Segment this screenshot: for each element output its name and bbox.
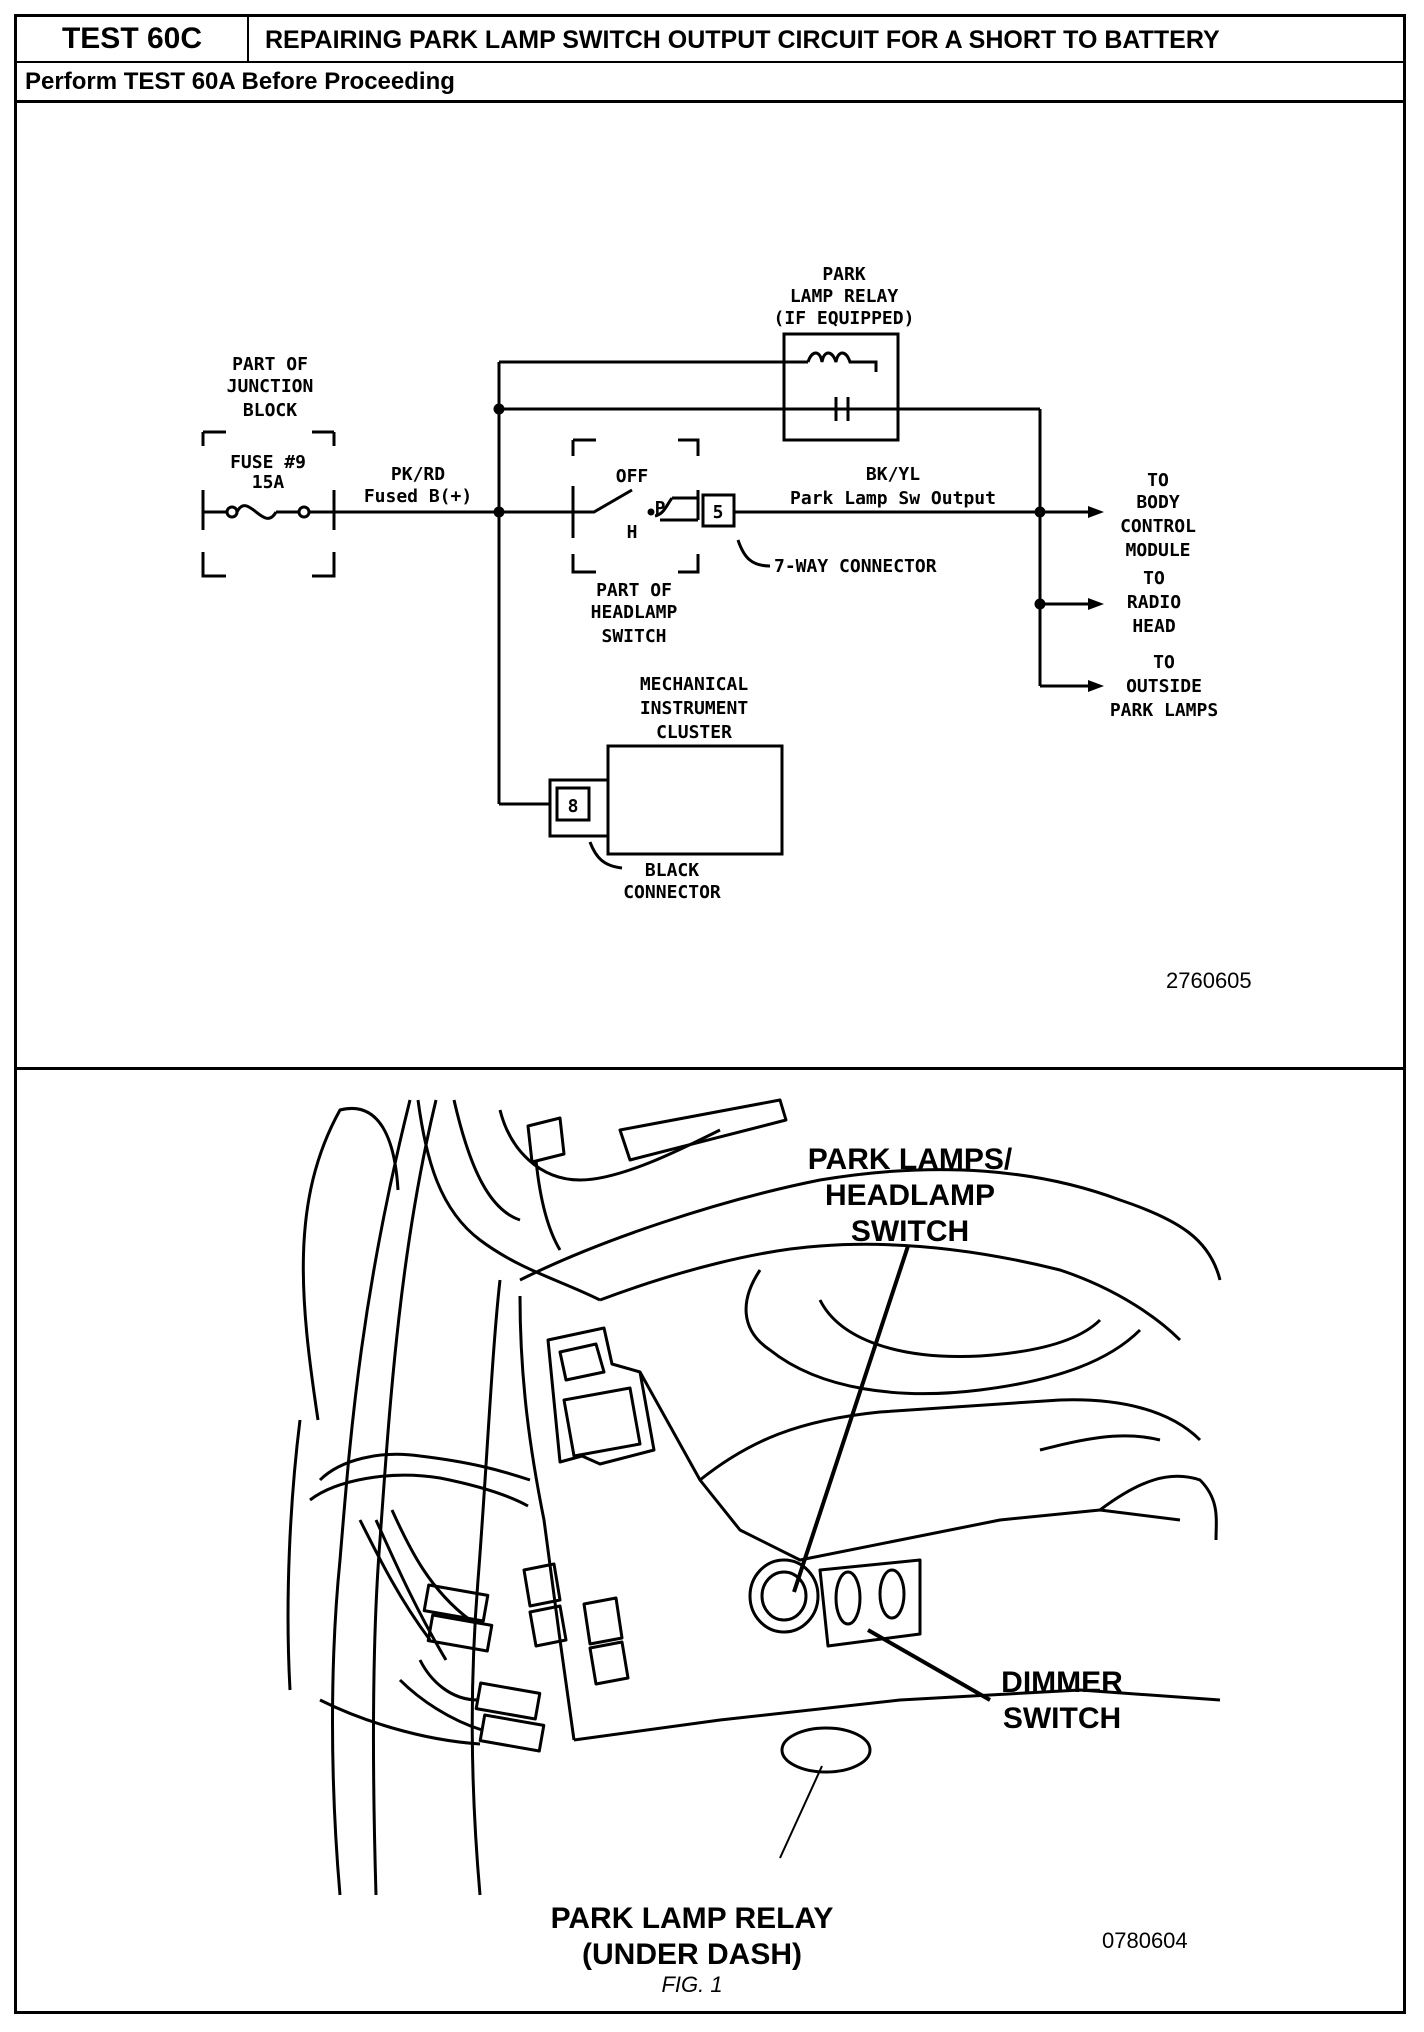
7way-leader: [736, 539, 771, 568]
switch-callout-1: PARK LAMPS/: [808, 1143, 1013, 1176]
dimmer-callout-1: DIMMER: [1001, 1666, 1123, 1699]
prerequisite-text: Perform TEST 60A Before Proceeding: [25, 68, 455, 95]
wiring-schematic: [201, 332, 1104, 870]
headlamp-switch-label-2: HEADLAMP: [591, 602, 678, 623]
cluster-label-3: CLUSTER: [656, 722, 732, 743]
relay-node: [493, 403, 505, 415]
junction-block: [201, 430, 336, 578]
schematic-figure-id: 2760605: [1166, 968, 1252, 993]
feed-wire-color: PK/RD: [391, 464, 445, 485]
switch-callout-3: SWITCH: [851, 1215, 969, 1248]
illustration-callouts: PARK LAMPS/ HEADLAMP SWITCH DIMMER SWITC…: [551, 1143, 1124, 1971]
connector-5-pin: 5: [713, 502, 724, 523]
black-connector-label-2: CONNECTOR: [623, 882, 721, 903]
headlamp-switch-label-3: SWITCH: [601, 626, 666, 647]
relay-coil: [806, 351, 878, 372]
dest-bcm-3: CONTROL: [1120, 516, 1196, 537]
junction-label-1: PART OF: [232, 354, 308, 375]
header-bar: TEST 60C REPAIRING PARK LAMP SWITCH OUTP…: [17, 17, 1403, 63]
fuse-label-2: 15A: [252, 472, 285, 493]
cluster-pin: 8: [568, 796, 579, 817]
illustration-figure-id: 0780604: [1102, 1928, 1188, 1953]
schematic-labels: PARK LAMP RELAY (IF EQUIPPED) PART OF JU…: [227, 264, 1219, 903]
test-frame: TEST 60C REPAIRING PARK LAMP SWITCH OUTP…: [14, 14, 1406, 2014]
fuse-label-1: FUSE #9: [230, 452, 306, 473]
black-connector-label-1: BLACK: [645, 860, 699, 881]
cluster-box: [606, 744, 784, 856]
relay-box: [782, 332, 900, 442]
feed-wire-name: Fused B(+): [364, 486, 472, 507]
section-divider: [17, 1067, 1403, 1070]
headlamp-switch: [571, 438, 700, 574]
dest-bcm-4: MODULE: [1125, 540, 1190, 561]
dash-illustration: [286, 1098, 1222, 1896]
cluster-label-2: INSTRUMENT: [640, 698, 749, 719]
output-wire-name: Park Lamp Sw Output: [790, 488, 996, 509]
black-connector-leader: [588, 841, 623, 870]
cluster-pin-box: [555, 786, 591, 822]
junction-label-3: BLOCK: [243, 400, 297, 421]
connector-7way-label: 7-WAY CONNECTOR: [774, 556, 937, 577]
dest-bcm-1: TO: [1147, 470, 1169, 491]
figure-caption: FIG. 1: [661, 1972, 722, 1997]
relay-label-2: LAMP RELAY: [790, 286, 899, 307]
dest-radio-1: TO: [1143, 568, 1165, 589]
test-title: REPAIRING PARK LAMP SWITCH OUTPUT CIRCUI…: [265, 26, 1220, 54]
test-id: TEST 60C: [17, 17, 249, 61]
relay-callout-1: PARK LAMP RELAY: [551, 1902, 834, 1935]
switch-p-label: P: [655, 498, 666, 519]
switch-off-label: OFF: [616, 466, 649, 487]
dimmer-callout-2: SWITCH: [1003, 1702, 1121, 1735]
output-wire-color: BK/YL: [866, 464, 920, 485]
dest-radio-3: HEAD: [1132, 616, 1176, 637]
junction-label-2: JUNCTION: [227, 376, 314, 397]
dest-lamps-1: TO: [1153, 652, 1175, 673]
prerequisite-bar: Perform TEST 60A Before Proceeding: [17, 63, 1403, 103]
dest-radio-2: RADIO: [1127, 592, 1181, 613]
cluster-label-1: MECHANICAL: [640, 674, 749, 695]
relay-label-1: PARK: [822, 264, 866, 285]
fuse-symbol: [203, 504, 334, 520]
dest-lamps-2: OUTSIDE: [1126, 676, 1202, 697]
switch-h-label: H: [627, 522, 638, 543]
relay-callout-2: (UNDER DASH): [582, 1938, 802, 1971]
headlamp-switch-label-1: PART OF: [596, 580, 672, 601]
dest-lamps-3: PARK LAMPS: [1110, 700, 1218, 721]
switch-callout-2: HEADLAMP: [825, 1179, 995, 1212]
relay-label-3: (IF EQUIPPED): [774, 308, 915, 329]
relay-contacts: [806, 397, 898, 421]
dest-bcm-2: BODY: [1136, 492, 1180, 513]
